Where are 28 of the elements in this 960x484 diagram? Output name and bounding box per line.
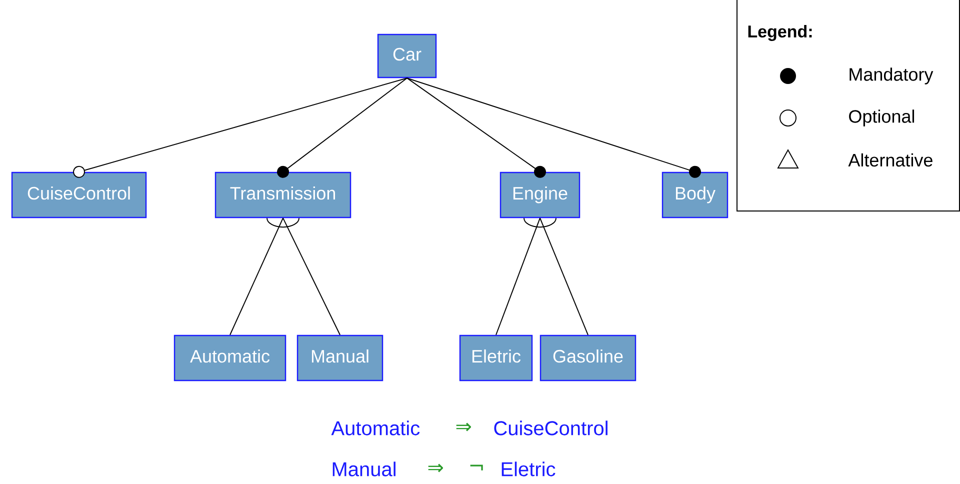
relation-line <box>406 78 701 178</box>
feature-box: Body <box>662 172 728 218</box>
feature-box: Manual <box>296 334 384 382</box>
feature-box: Car <box>377 34 437 78</box>
constraint-operator: ¬ <box>470 464 483 470</box>
constraint-feature: CuiseControl <box>494 420 608 436</box>
legend-text: Mandatory <box>850 68 934 84</box>
feature-box: Transmission <box>214 172 352 218</box>
legend-text: Alternative <box>848 153 932 167</box>
legend-title: Legend: <box>748 25 812 41</box>
relation-line <box>496 218 540 336</box>
feature-box: CuiseControl <box>11 172 147 218</box>
constraint-feature: Manual <box>332 462 396 476</box>
feature-box: Automatic <box>174 334 286 382</box>
feature-box: Gasoline <box>540 334 636 382</box>
feature-box: Engine <box>500 172 580 218</box>
feature-box: Eletric <box>459 334 533 382</box>
relation-line <box>230 218 284 336</box>
relation-line <box>540 218 588 336</box>
relation-line <box>277 78 408 178</box>
constraint-feature: Eletric <box>502 462 556 476</box>
constraint-operator: ⇒ <box>428 464 443 472</box>
constraint-feature: Automatic <box>331 420 420 436</box>
relation-line <box>282 218 340 336</box>
legend-text: Optional <box>849 110 914 126</box>
relation-line <box>73 78 408 178</box>
constraint-operator: ⇒ <box>456 422 471 432</box>
relation-line <box>406 78 546 178</box>
